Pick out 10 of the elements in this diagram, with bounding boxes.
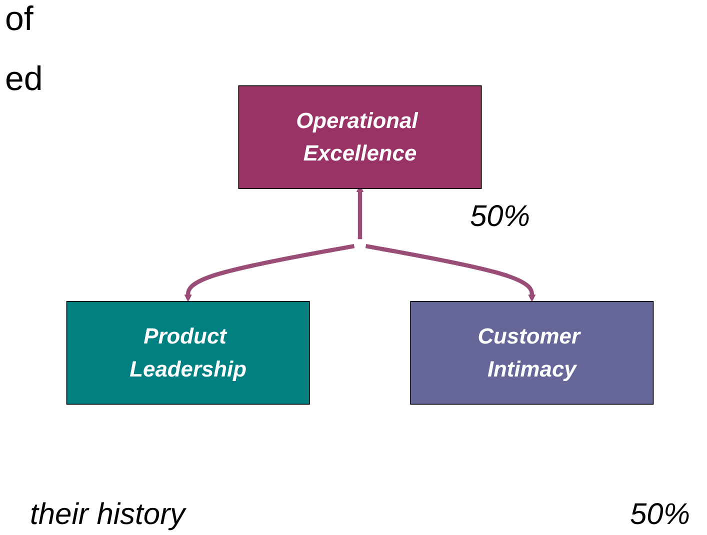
arrow	[184, 244, 355, 302]
note-text: their history	[30, 498, 186, 532]
strategy-box: Operational Excellence	[238, 85, 482, 189]
note-text: 50%	[630, 498, 690, 532]
text-fragment: ed	[5, 60, 43, 99]
note-text: 50%	[470, 200, 530, 234]
strategy-box: Product Leadership	[66, 301, 310, 405]
text-fragment: of	[5, 0, 34, 39]
strategy-box: Customer Intimacy	[410, 301, 654, 405]
arrow	[365, 244, 536, 302]
